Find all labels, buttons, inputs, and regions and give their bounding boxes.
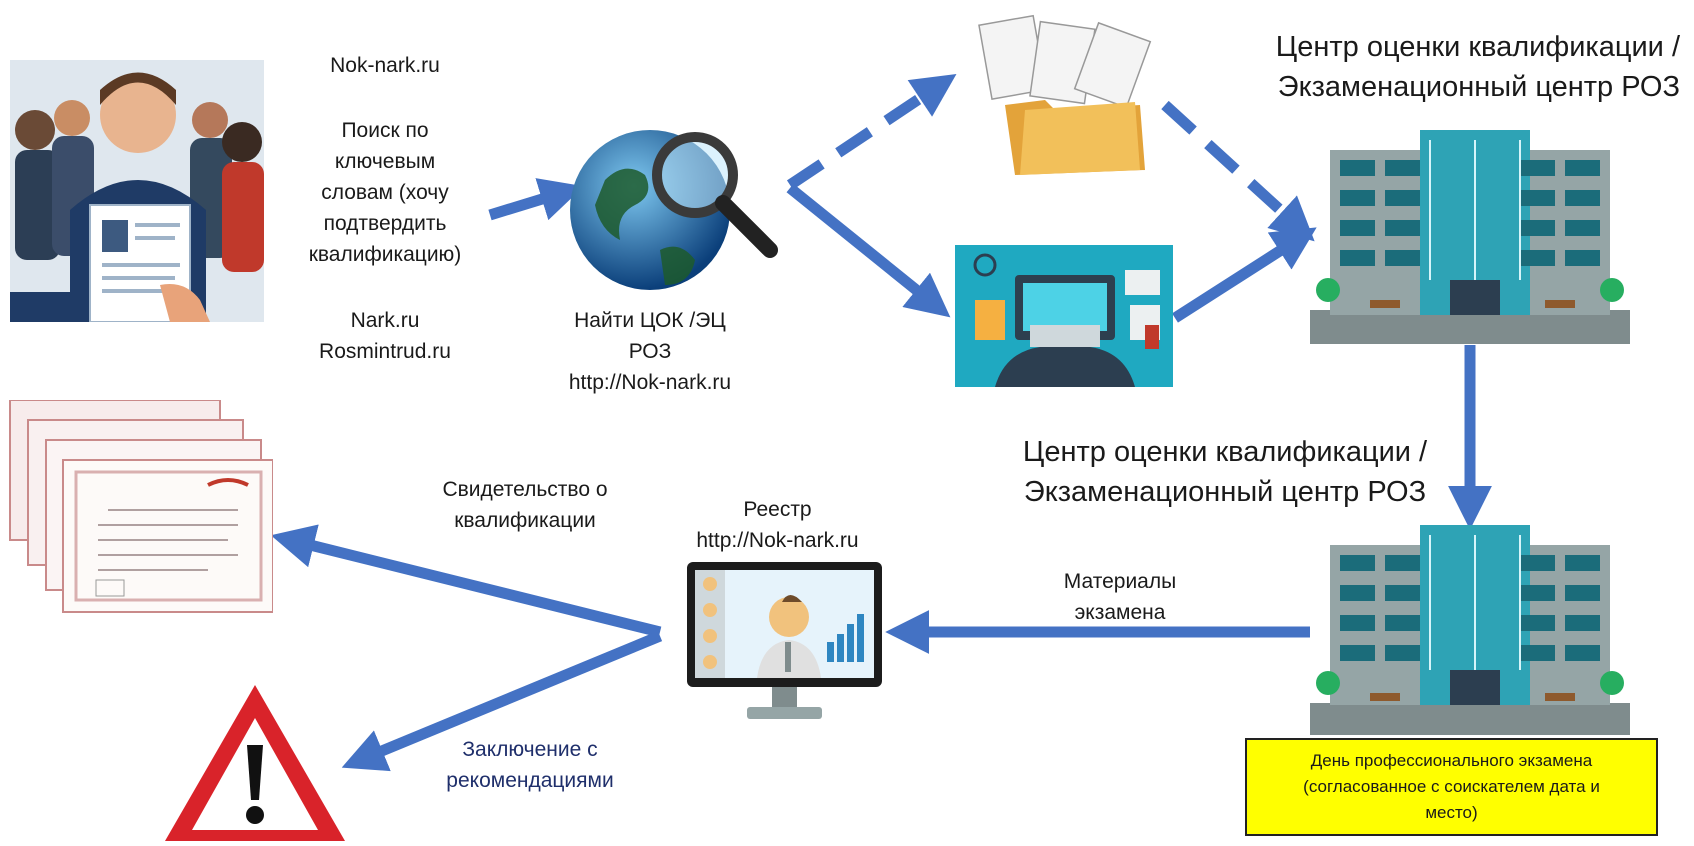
exam-day-box: День профессионального экзамена (согласо…	[1245, 738, 1658, 836]
certificates-icon	[8, 399, 274, 615]
conclusion-label: Заключение с рекомендациями	[446, 738, 614, 792]
registry-label: Реестр http://Nok-nark.ru	[696, 498, 859, 552]
site-nark: Nark.ru	[350, 309, 420, 332]
certificate-label: Свидетельство о квалификации	[442, 478, 608, 532]
center-bottom-title: Центр оценки квалификации / Экзаменацион…	[1022, 436, 1428, 508]
workplace-computer-icon	[955, 245, 1173, 387]
arrow-search-to-globe	[488, 178, 584, 221]
monitor-video-call-icon	[687, 562, 882, 722]
warning-sign-icon	[160, 680, 350, 841]
exam-materials-label: Материалы экзамена	[1063, 570, 1177, 624]
arrow-globe-to-computer	[786, 183, 951, 318]
arrow-docs-to-center	[1161, 100, 1315, 242]
find-center-label: Найти ЦОК /ЭЦ РОЗ http://Nok-nark.ru	[568, 309, 732, 394]
people-with-resume-icon	[10, 60, 264, 323]
arrow-computer-to-center	[1172, 227, 1317, 323]
arrow-globe-to-docs	[786, 74, 957, 190]
globe-magnifier-icon	[565, 100, 785, 300]
site-rosmintrud: Rosmintrud.ru	[319, 340, 451, 363]
office-building-icon-bottom	[1310, 525, 1630, 735]
arrow-registry-to-certificate	[270, 524, 662, 638]
site-nok-nark: Nok-nark.ru	[330, 54, 440, 77]
search-keywords-text: Поиск по ключевым словам (хочу подтверди…	[308, 119, 462, 266]
center-top-title: Центр оценки квалификации / Экзаменацион…	[1275, 31, 1680, 103]
office-building-icon	[1310, 130, 1630, 344]
documents-folder-icon	[975, 10, 1165, 175]
